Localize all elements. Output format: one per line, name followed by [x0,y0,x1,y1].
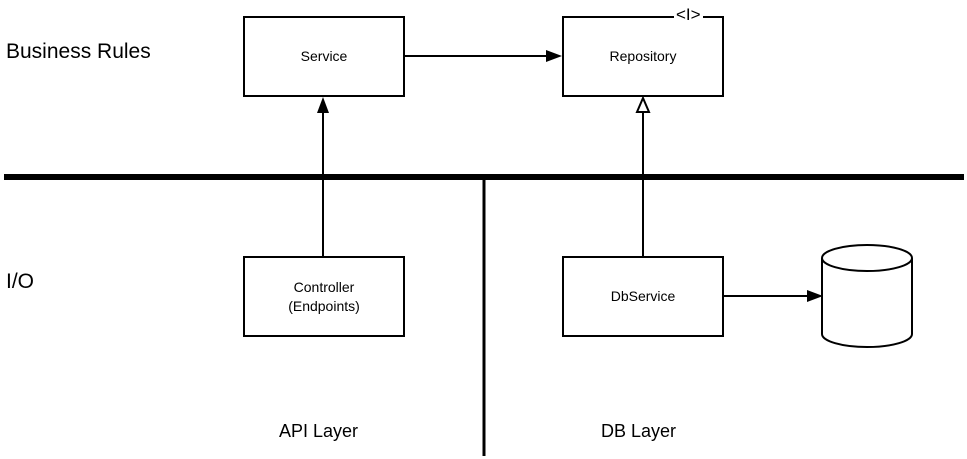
controller-node-sublabel: (Endpoints) [288,297,360,314]
edge-controller-to-service [317,97,329,256]
edge-service-to-repository [404,50,562,62]
service-node-label: Service [300,48,348,64]
layer-label-api: API Layer [279,421,359,441]
arrowhead-icon [546,50,562,62]
layer-label-db: DB Layer [601,421,677,441]
arrowhead-icon [317,97,329,113]
repository-node[interactable]: Repository [562,16,724,97]
service-node[interactable]: Service [243,16,405,97]
hollow-triangle-icon [635,95,651,113]
interface-stereotype-tag: <I> [674,5,703,24]
database-icon [821,244,913,348]
controller-node[interactable]: Controller (Endpoints) [243,256,405,337]
dbservice-node-label: DbService [610,288,676,304]
edge-dbservice-implements-repository [635,95,651,256]
zone-label-io: I/O [6,270,35,293]
dbservice-node[interactable]: DbService [562,256,724,337]
edge-dbservice-to-database [724,290,823,302]
arrowhead-icon [807,290,823,302]
repository-node-label: Repository [609,48,677,64]
zone-label-business-rules: Business Rules [6,40,151,63]
controller-node-label: Controller [293,278,355,295]
